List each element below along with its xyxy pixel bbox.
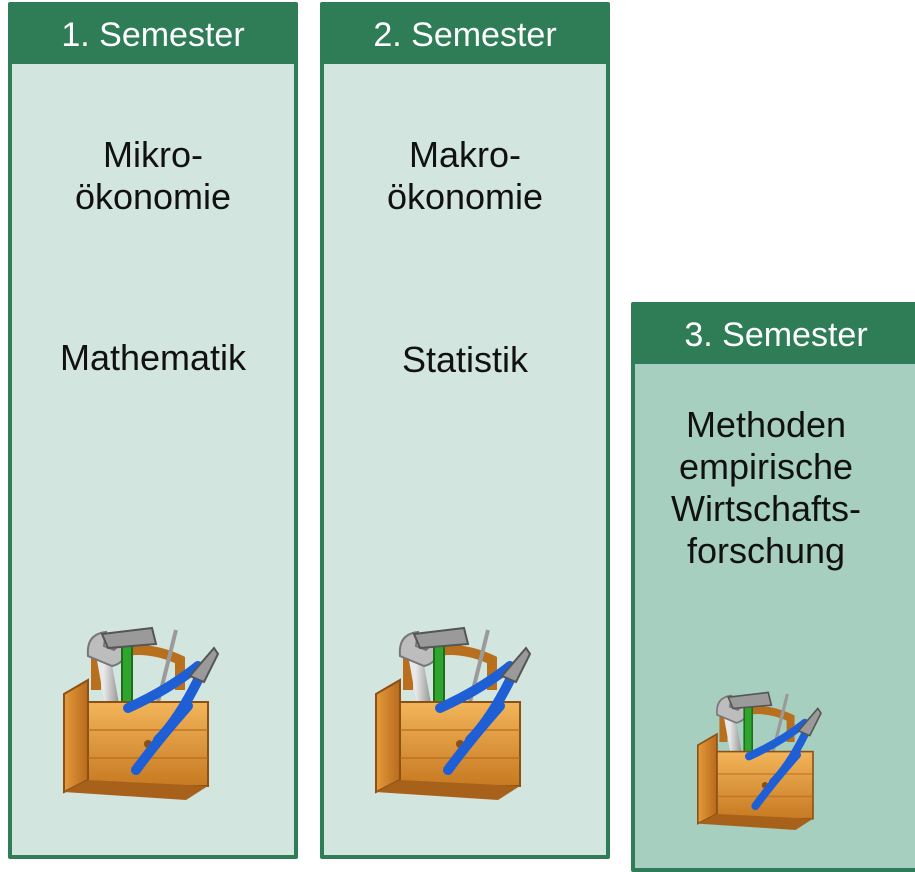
course-line: Wirtschafts- <box>670 488 861 529</box>
course-mikrooekonomie: Mikro- ökonomie <box>12 134 294 218</box>
course-line: Makro- <box>408 134 521 175</box>
semester-3-header: 3. Semester <box>635 306 915 364</box>
course-line: ökonomie <box>386 176 544 217</box>
course-makrooekonomie: Makro- ökonomie <box>324 134 606 218</box>
course-methoden: Methoden empirische Wirtschafts- forschu… <box>625 404 907 572</box>
semester-1-column: 1. Semester Mikro- ökonomie Mathematik <box>8 2 298 859</box>
course-line: Methoden <box>685 404 847 445</box>
course-line: Statistik <box>401 339 529 380</box>
semester-3-column: 3. Semester Methoden empirische Wirtscha… <box>631 302 915 872</box>
semester-2-body: Makro- ökonomie Statistik <box>324 64 606 855</box>
semester-2-header: 2. Semester <box>324 6 606 64</box>
course-line: forschung <box>686 530 846 571</box>
semester-3-body: Methoden empirische Wirtschafts- forschu… <box>635 364 915 868</box>
toolbox-icon <box>370 620 540 805</box>
course-statistik: Statistik <box>324 339 606 381</box>
toolbox-icon <box>58 620 228 805</box>
toolbox-icon <box>693 686 829 834</box>
course-line: Mathematik <box>59 337 247 378</box>
course-mathematik: Mathematik <box>12 337 294 379</box>
course-line: Mikro- <box>103 134 203 175</box>
semester-2-column: 2. Semester Makro- ökonomie Statistik <box>320 2 610 859</box>
course-line: empirische <box>678 446 854 487</box>
course-line: ökonomie <box>74 176 232 217</box>
semester-1-header: 1. Semester <box>12 6 294 64</box>
semester-1-body: Mikro- ökonomie Mathematik <box>12 64 294 855</box>
